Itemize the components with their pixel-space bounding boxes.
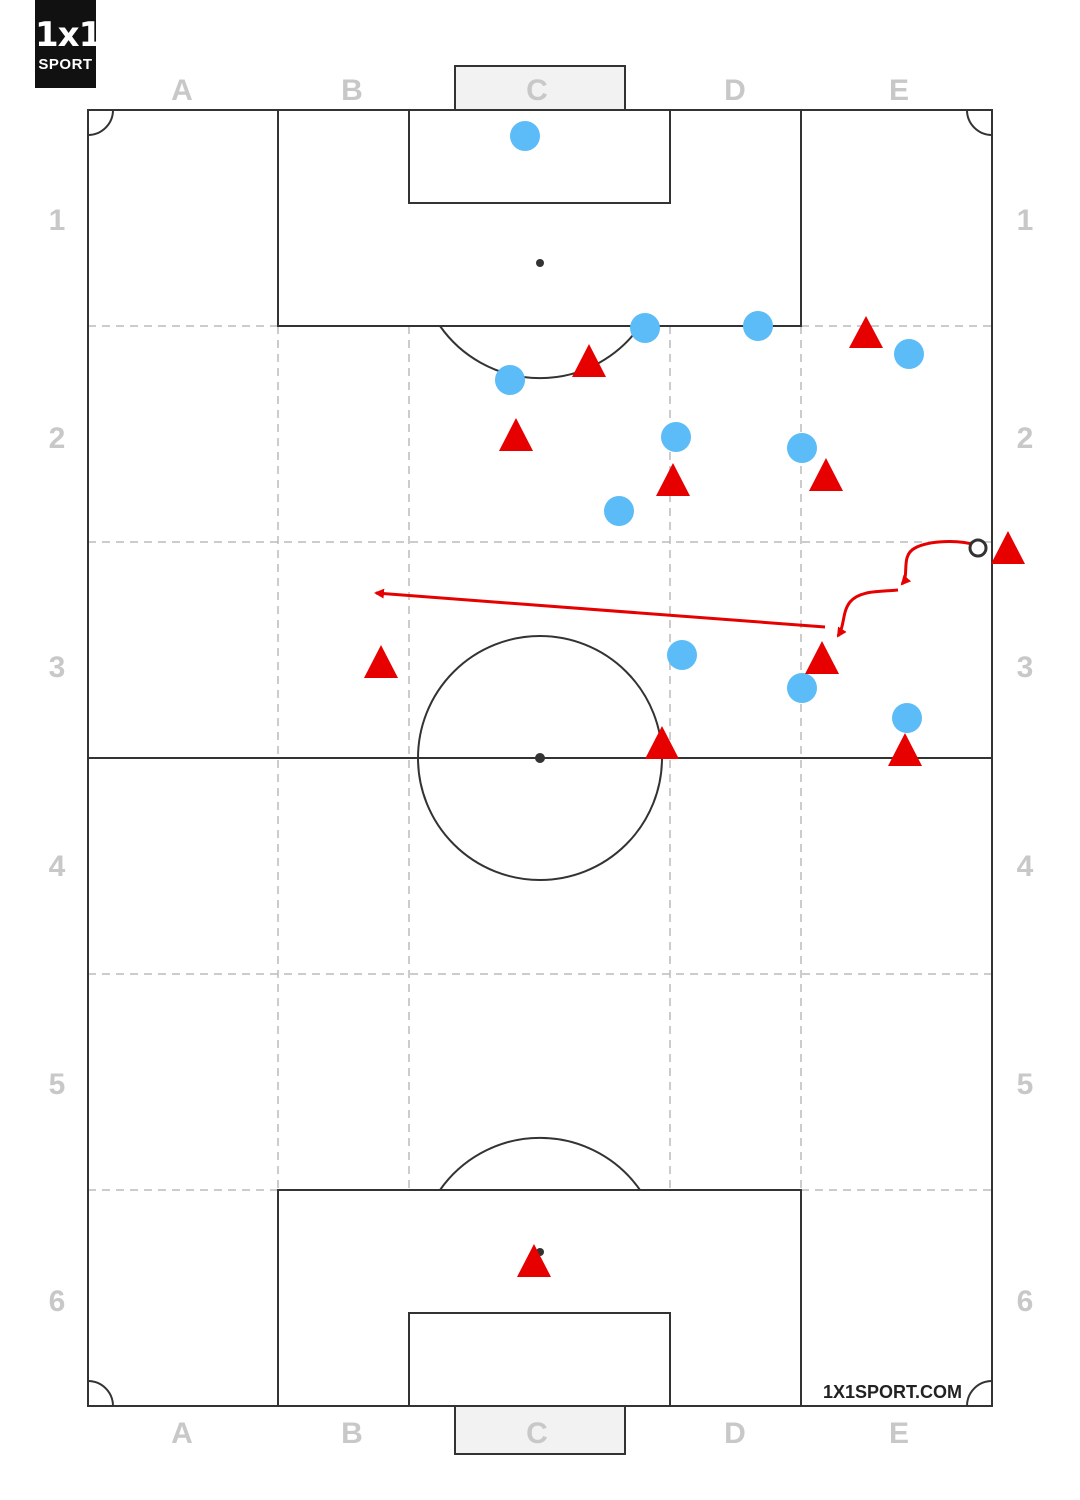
row-label-left-6: 6 <box>49 1285 66 1318</box>
row-label-left-4: 4 <box>49 850 66 883</box>
row-label-left-3: 3 <box>49 651 66 684</box>
col-label-top-d: D <box>724 74 746 107</box>
red-player <box>849 316 883 348</box>
col-label-top-c: C <box>526 74 548 107</box>
logo-text: SPORT <box>38 56 93 73</box>
blue-player <box>495 365 525 395</box>
movement-arrows <box>374 540 976 638</box>
blue-player <box>743 311 773 341</box>
blue-team <box>495 121 924 733</box>
blue-player <box>510 121 540 151</box>
dribble-arrow-2 <box>836 588 899 638</box>
red-team <box>364 316 1025 1277</box>
col-label-bottom-d: D <box>724 1417 746 1450</box>
col-label-top-b: B <box>341 74 363 107</box>
col-label-top-a: A <box>171 74 193 107</box>
row-label-right-2: 2 <box>1017 422 1034 455</box>
col-label-top-e: E <box>889 74 909 107</box>
blue-player <box>894 339 924 369</box>
red-player <box>805 641 839 674</box>
bottom-goal <box>454 1405 626 1455</box>
row-label-left-1: 1 <box>49 204 66 237</box>
row-label-right-4: 4 <box>1017 850 1034 883</box>
ball-icon <box>968 538 988 558</box>
blue-player <box>667 640 697 670</box>
brand-logo: 1x1 SPORT <box>35 0 102 88</box>
blue-player <box>604 496 634 526</box>
dribble-arrow-1 <box>900 540 976 586</box>
red-player <box>888 733 922 766</box>
row-label-right-1: 1 <box>1017 204 1034 237</box>
row-label-right-6: 6 <box>1017 1285 1034 1318</box>
red-player <box>809 458 843 491</box>
col-label-bottom-c: C <box>526 1417 548 1450</box>
col-label-bottom-e: E <box>889 1417 909 1450</box>
red-player <box>645 726 679 759</box>
blue-player <box>892 703 922 733</box>
center-spot <box>535 753 545 763</box>
row-label-left-5: 5 <box>49 1068 66 1101</box>
red-player <box>364 645 398 678</box>
red-player <box>572 344 606 377</box>
blue-player <box>661 422 691 452</box>
row-label-left-2: 2 <box>49 422 66 455</box>
red-player <box>656 463 690 496</box>
zone-grid <box>88 325 992 1191</box>
col-label-bottom-b: B <box>341 1417 363 1450</box>
pass-arrow <box>374 588 826 629</box>
top-goal <box>454 65 626 111</box>
row-label-right-3: 3 <box>1017 651 1034 684</box>
blue-player <box>630 313 660 343</box>
row-label-right-5: 5 <box>1017 1068 1034 1101</box>
footer-url: 1X1SPORT.COM <box>823 1382 962 1402</box>
top-penalty-spot <box>536 259 544 267</box>
logo-mark: 1x1 <box>35 15 102 55</box>
red-player <box>499 418 533 451</box>
blue-player <box>787 433 817 463</box>
red-player <box>991 531 1025 564</box>
blue-player <box>787 673 817 703</box>
col-label-bottom-a: A <box>171 1417 193 1450</box>
red-player <box>517 1244 551 1277</box>
